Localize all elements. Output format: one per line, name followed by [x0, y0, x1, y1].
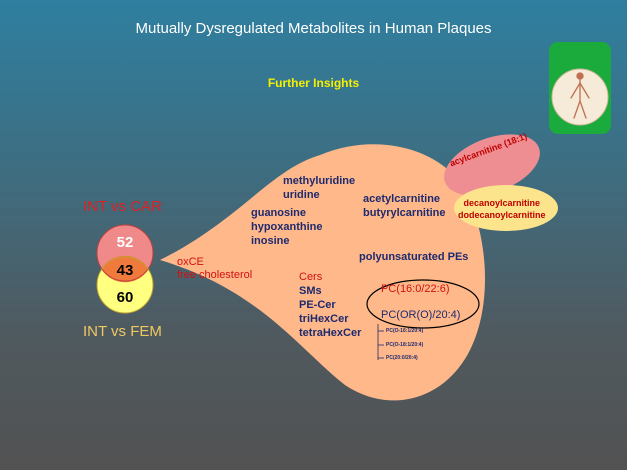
pufa-label: polyunsaturated PEs — [359, 251, 469, 263]
nucleosides-b-list: guanosine hypoxanthine inosine — [251, 206, 323, 248]
venn-bottom-count: 60 — [116, 289, 134, 306]
nucleoside-item: uridine — [283, 189, 320, 201]
left-group-list: oxCE free cholesterol — [177, 256, 252, 282]
lipid-item: triHexCer — [299, 313, 349, 325]
pc-circled-1: PC(16:0/22:6) — [381, 283, 450, 295]
carnitines-bubble — [454, 185, 558, 231]
lipids-list: Cers SMs PE-Cer triHexCer tetraHexCer — [299, 270, 361, 340]
pc-highlight-oval — [366, 279, 480, 329]
nucleosides-a-list: methyluridine uridine — [283, 174, 355, 202]
pc-bracket-lines — [377, 324, 384, 360]
slide-subtitle: Further Insights — [267, 76, 360, 90]
lipid-item: tetraHexCer — [299, 327, 362, 339]
venn-bottom-label: INT vs FEM — [83, 323, 162, 340]
human-body-icon — [570, 72, 590, 119]
lipid-item: SMs — [299, 285, 322, 297]
lipid-item-red: Cers — [299, 271, 323, 283]
slide-title: Mutually Dysregulated Metabolites in Hum… — [135, 20, 492, 37]
carnitine-item: butyrylcarnitine — [363, 207, 446, 219]
lipid-item: PE-Cer — [299, 299, 336, 311]
metabolite-region-shape — [160, 144, 485, 401]
pc-sub-item: PC(20:0/20:4) — [386, 355, 418, 361]
acylcarnitine-bubble — [444, 134, 540, 196]
nucleoside-item: inosine — [251, 235, 290, 247]
nucleoside-item: hypoxanthine — [251, 221, 323, 233]
carnitine-item: acetylcarnitine — [363, 193, 441, 205]
venn-overlap-region — [101, 255, 149, 283]
venn-bottom-outline — [96, 256, 154, 314]
venn-top-count: 52 — [116, 234, 134, 251]
pc-sub-item: PC(O-18:1/20:4) — [386, 342, 424, 348]
venn-top-outline — [96, 224, 154, 282]
carnitine-bubble-item: decanoylcarnitine — [463, 198, 541, 208]
carnitine-bubble-item: dodecanoylcarnitine — [458, 210, 546, 220]
nucleoside-item: guanosine — [251, 207, 307, 219]
nucleoside-item: methyluridine — [283, 175, 356, 187]
pc-circled-2: PC(OR(O)/20:4) — [381, 309, 461, 321]
carnitines-bubble-list: decanoylcarnitine dodecanoylcarnitine — [458, 197, 546, 221]
left-group-item: oxCE — [177, 256, 204, 268]
left-group-item: free cholesterol — [177, 269, 253, 281]
venn-overlap-count: 43 — [116, 262, 134, 279]
venn-top-label: INT vs CAR — [83, 198, 162, 215]
carnitines-list: acetylcarnitine butyrylcarnitine — [363, 192, 446, 220]
pc-sub-item: PC(O-16:1/20:4) — [386, 328, 424, 334]
